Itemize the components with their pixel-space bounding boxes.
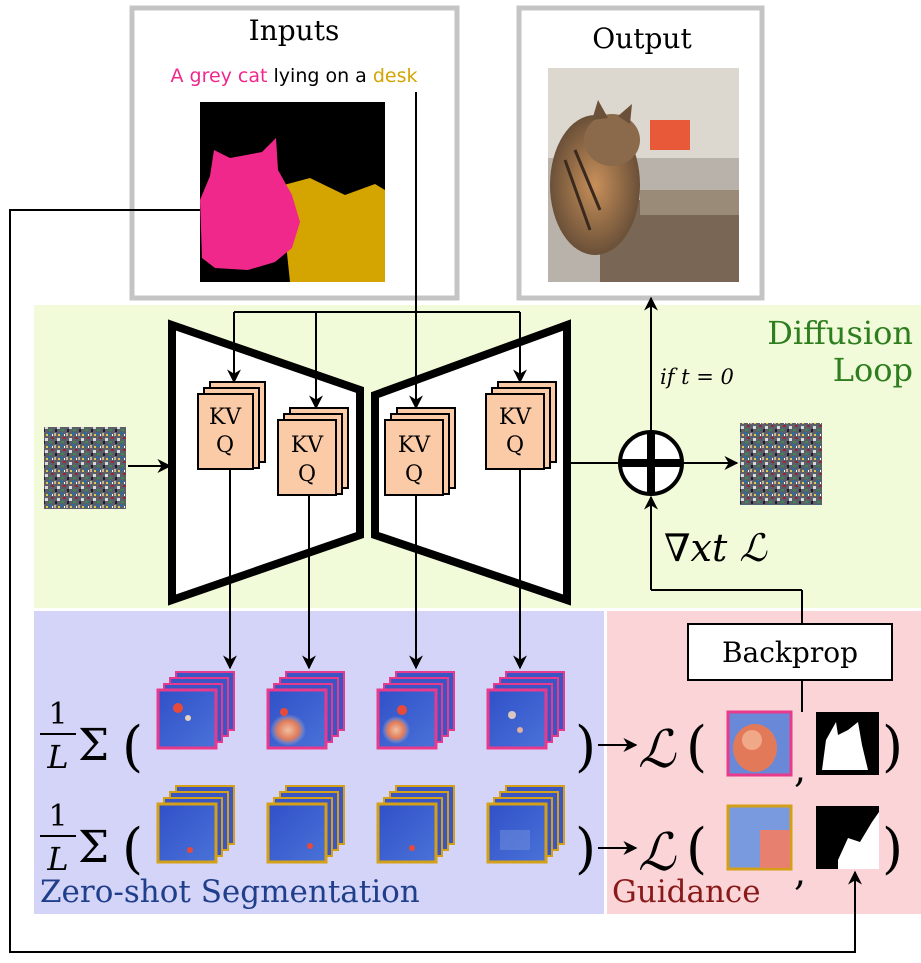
fraction-denominator-1: L	[46, 738, 68, 776]
loss-close-paren-2: )	[882, 817, 903, 880]
inputs-panel: Inputs A grey cat lying on a desk	[129, 5, 460, 301]
sum-symbol-1: Σ	[78, 720, 109, 771]
heatmap-stack-cat-1	[156, 671, 235, 750]
backprop-label: Backprop	[722, 636, 858, 669]
svg-text:Q: Q	[405, 462, 423, 487]
heatmap-stack-cat-3	[376, 671, 455, 750]
attention-block-3: KV Q	[384, 407, 456, 496]
heatmap-stack-cat-2	[266, 671, 345, 750]
diffusion-label-line1: Diffusion	[767, 314, 913, 352]
segmentation-row-cat: 1 L Σ ( )	[40, 697, 596, 778]
heatmap-stack-desk-3	[376, 785, 455, 864]
heatmap-stack-desk-2	[266, 785, 345, 864]
prompt-cat: A grey cat	[170, 65, 267, 87]
attention-block-1: KV Q	[197, 381, 266, 470]
svg-text:Q: Q	[506, 433, 524, 458]
loss-close-paren-1: )	[882, 715, 903, 778]
svg-text:KV: KV	[209, 405, 242, 430]
output-title: Output	[592, 22, 692, 55]
input-prompt: A grey cat lying on a desk	[170, 65, 417, 87]
attention-block-2: KV Q	[277, 407, 349, 496]
fraction-numerator-1: 1	[48, 697, 67, 732]
attention-block-4: KV Q	[485, 381, 557, 470]
loss-comma-2: ,	[794, 850, 806, 894]
loss-symbol-1: ℒ	[638, 720, 677, 780]
inputs-title: Inputs	[249, 14, 340, 47]
loss-open-paren-1: (	[686, 715, 707, 778]
loss-symbol-2: ℒ	[638, 823, 677, 883]
backprop-box	[687, 623, 893, 681]
output-panel: Output	[516, 5, 765, 301]
heatmap-stack-desk-1	[156, 785, 235, 864]
attention-to-heatmap-arrows	[223, 469, 527, 670]
guidance-label: Guidance	[612, 874, 761, 910]
svg-text:KV: KV	[398, 433, 431, 458]
loss-row-cat: ℒ ( , )	[638, 710, 903, 791]
loss-open-paren-2: (	[686, 817, 707, 880]
diffusion-label-line2: Loop	[833, 351, 913, 389]
segmentation-row-desk: 1 L Σ ( )	[40, 799, 596, 880]
svg-text:Q: Q	[298, 462, 316, 487]
noisy-latent-input	[44, 427, 126, 509]
close-paren-2: )	[575, 817, 596, 880]
segmentation-label: Zero-shot Segmentation	[40, 874, 420, 910]
open-paren-2: (	[122, 817, 143, 880]
mask-routing-arrow	[9, 209, 862, 953]
input-segmentation-mask	[200, 102, 385, 282]
svg-text:KV: KV	[291, 433, 324, 458]
loss-row-desk: ℒ ( , )	[638, 804, 903, 894]
heatmap-stack-cat-4	[486, 671, 565, 750]
output-cat-image	[548, 68, 739, 282]
fraction-numerator-2: 1	[48, 799, 67, 834]
gradient-label: ∇xt ℒ	[664, 526, 768, 570]
prompt-desk: desk	[373, 65, 418, 87]
noisy-latent-output	[740, 423, 822, 505]
svg-text:KV: KV	[499, 405, 532, 430]
segmentation-panel	[34, 611, 604, 914]
condition-label: if t = 0	[660, 365, 734, 389]
prompt-middle: lying on a	[267, 65, 372, 87]
svg-text:Q: Q	[216, 433, 234, 458]
close-paren-1: )	[575, 715, 596, 778]
text-conditioning-arrows	[227, 92, 527, 410]
open-paren-1: (	[122, 715, 143, 778]
loss-comma-1: ,	[794, 747, 806, 791]
sum-node	[567, 296, 739, 496]
heatmap-stack-desk-4	[486, 785, 565, 864]
sum-symbol-2: Σ	[78, 822, 109, 873]
fraction-denominator-2: L	[46, 840, 68, 878]
